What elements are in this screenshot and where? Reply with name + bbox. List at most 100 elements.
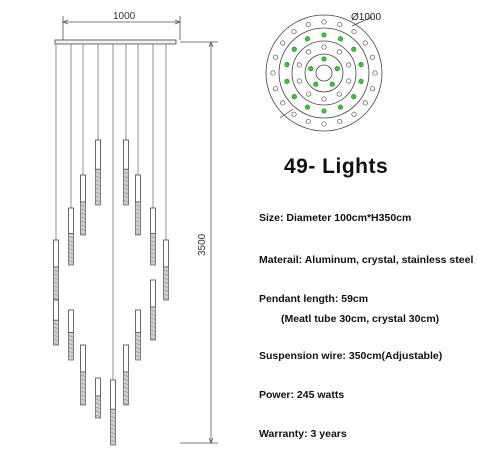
crystal-texture (68, 256, 74, 259)
crystal-texture (95, 195, 101, 199)
crystal-texture (53, 322, 59, 326)
crystal-texture (95, 187, 101, 191)
crystal-texture (135, 335, 141, 338)
spec-power: Power: 245 watts (259, 389, 345, 401)
crystal-section (68, 332, 74, 361)
light-position-dot (358, 78, 364, 85)
crystal-texture (80, 394, 86, 397)
light-position-dot (321, 56, 327, 62)
crystal-texture (150, 313, 156, 316)
crystal-texture (95, 414, 101, 417)
spec-pendant-length: Pendant length: 59cm (259, 293, 369, 305)
light-position-dot (305, 118, 311, 125)
crystal-texture (53, 338, 59, 342)
crystal-texture (110, 423, 116, 427)
crystal-texture (80, 398, 86, 401)
crystal-texture (95, 406, 101, 409)
crystal-texture (163, 281, 169, 284)
crystal-texture (68, 351, 74, 354)
ring (265, 14, 383, 132)
crystal-texture (135, 224, 141, 227)
crystal-texture (110, 435, 116, 439)
crystal-texture (123, 199, 129, 203)
crystal-texture (150, 329, 156, 332)
crystal-texture (135, 208, 141, 211)
light-position-dot (369, 86, 376, 92)
crystal-texture (80, 204, 86, 207)
crystal-texture (68, 248, 74, 251)
crystal-texture (53, 269, 59, 272)
light-position-dot (351, 111, 357, 117)
crystal-texture (80, 216, 86, 219)
height-dimension (180, 40, 218, 445)
crystal-texture (80, 386, 86, 389)
light-position-dot (337, 36, 344, 42)
crystal-texture (123, 378, 129, 381)
light-position-dot (313, 81, 319, 87)
light-position-dot (321, 19, 327, 25)
ring (291, 40, 357, 106)
crystal-texture (53, 342, 59, 346)
crystal-texture (53, 289, 59, 292)
concentric-rings (265, 14, 383, 132)
light-position-dot (334, 66, 340, 72)
light-position-dot (284, 78, 290, 85)
light-position-dot (372, 70, 378, 76)
crystal-texture (150, 317, 156, 320)
light-position-dot (321, 96, 327, 102)
crystal-texture (150, 321, 156, 324)
crystal-section (150, 306, 156, 341)
crystal-texture (110, 439, 116, 443)
ring (315, 64, 333, 82)
crystal-texture (123, 382, 129, 385)
pendants (53, 139, 169, 446)
crystal-texture (95, 183, 101, 187)
ring (278, 27, 370, 119)
metal-tube (135, 309, 141, 333)
metal-tube (53, 299, 59, 321)
crystal-texture (80, 224, 86, 227)
suspension-wires (55, 44, 167, 380)
crystal-texture (53, 334, 59, 338)
light-position-dot (321, 108, 327, 114)
crystal-texture (123, 386, 129, 389)
crystal-texture (95, 410, 101, 413)
light-position-dot (362, 100, 368, 106)
crystal-texture (68, 236, 74, 239)
ceiling-plate (54, 39, 177, 45)
crystal-texture (110, 411, 116, 415)
crystal-texture (123, 402, 129, 405)
crystal-texture (95, 398, 101, 401)
metal-tube (95, 377, 101, 397)
diameter-leader-2 (279, 108, 294, 119)
metal-tube (150, 207, 156, 235)
crystal-texture (53, 285, 59, 288)
metal-tube (123, 139, 129, 170)
crystal-texture (150, 252, 156, 255)
crystal-texture (110, 415, 116, 419)
crystal-texture (110, 419, 116, 423)
crystal-texture (68, 240, 74, 243)
spec-pendant-detail: (Meatl tube 30cm, crystal 30cm) (281, 313, 440, 325)
metal-tube (163, 239, 169, 268)
front-elevation-diagram: 1000 3500 (53, 11, 218, 446)
crystal-texture (163, 277, 169, 280)
crystal-texture (95, 191, 101, 195)
crystal-texture (123, 183, 129, 187)
crystal-texture (123, 390, 129, 393)
light-position-dot (291, 94, 297, 100)
crystal-texture (163, 289, 169, 292)
crystal-texture (150, 248, 156, 251)
crystal-texture (135, 343, 141, 346)
crystal-texture (135, 355, 141, 358)
crystal-section (123, 371, 129, 406)
crystal-texture (123, 195, 129, 199)
crystal-texture (53, 273, 59, 276)
diameter-label: Ø1000 (351, 12, 381, 23)
crystal-texture (68, 260, 74, 263)
crystal-texture (95, 402, 101, 405)
crystal-texture (80, 220, 86, 223)
crystal-texture (150, 337, 156, 340)
crystal-texture (123, 175, 129, 179)
spec-suspension: Suspension wire: 350cm(Adjustable) (259, 350, 443, 362)
